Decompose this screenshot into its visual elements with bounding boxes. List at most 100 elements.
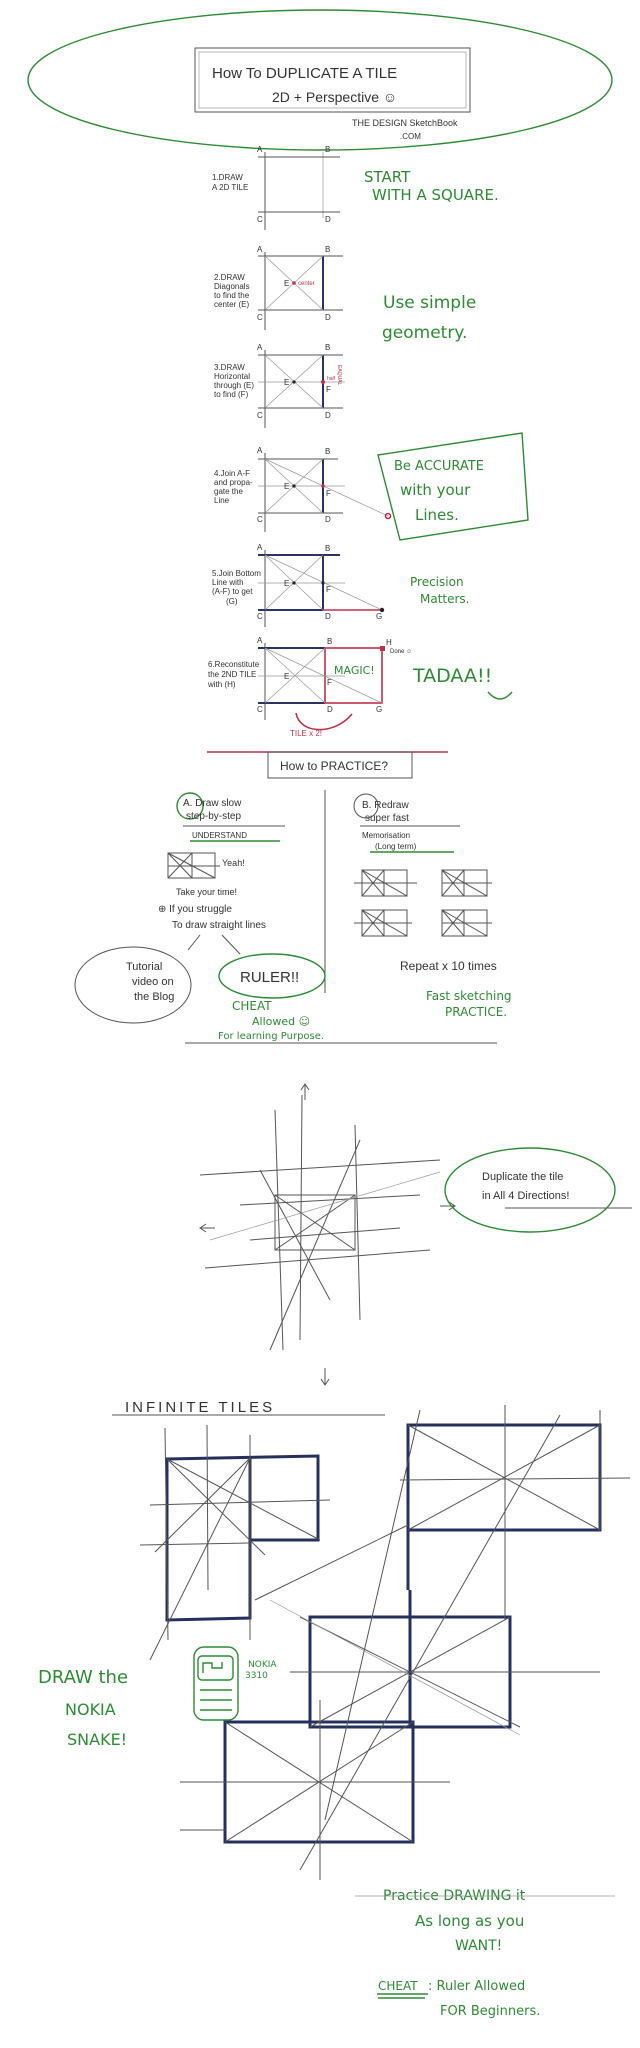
center-annotation: center [298,281,315,287]
infinite-tiles: INFINITE TILES NOKIA 331 [38,1399,631,2019]
tile-copy-arrow-icon [295,712,353,731]
svg-text:(A-F) to get: (A-F) to get [212,587,253,596]
svg-text:C: C [257,612,263,621]
svg-text:Be ACCURATE: Be ACCURATE [394,459,484,474]
svg-text:D: D [325,313,331,322]
svg-text:C: C [257,705,263,714]
svg-text:UNDERSTAND: UNDERSTAND [192,831,247,840]
magic-label: MAGIC! [334,664,375,677]
svg-text:CHEAT: CHEAT [378,1979,418,1993]
svg-text:B: B [325,145,330,154]
svg-text:C: C [257,313,263,322]
svg-text:A. Draw slow: A. Draw slow [183,798,242,809]
svg-text:RULER!!: RULER!! [240,969,299,986]
svg-text:E: E [284,482,289,491]
svg-text:G: G [376,612,382,621]
step-3: A B C D E F half EAQUAL 3.DRAW Horizonta… [214,343,345,428]
svg-text:B. Redraw: B. Redraw [362,800,409,811]
svg-text:3.DRAW: 3.DRAW [214,363,245,372]
svg-text:through (E): through (E) [214,381,254,390]
svg-text:B: B [327,637,332,646]
svg-text:A: A [257,343,263,352]
svg-text:Use simple: Use simple [383,293,476,313]
svg-text:G: G [376,705,382,714]
svg-text:with your: with your [400,481,471,499]
svg-text:C: C [257,515,263,524]
svg-text:F: F [327,678,332,687]
svg-text:B: B [325,447,330,456]
svg-text:E: E [284,672,289,681]
svg-text:E: E [284,378,289,387]
svg-text:step-by-step: step-by-step [186,811,241,822]
svg-text:Diagonals: Diagonals [214,282,250,291]
svg-text:PRACTICE.: PRACTICE. [445,1005,507,1019]
fast-tile-sketches [354,869,492,937]
snake-callout: DRAW the [38,1667,128,1688]
infinite-heading: INFINITE TILES [125,1399,275,1416]
svg-text:⊕ If you struggle: ⊕ If you struggle [158,904,232,915]
smile-icon [487,691,513,700]
svg-text:6.Reconstitute: 6.Reconstitute [208,660,260,669]
nokia-phone-icon [193,1646,239,1721]
arrow-up-icon [300,1083,310,1100]
svg-text:SNAKE!: SNAKE! [67,1730,127,1749]
svg-text:super fast: super fast [365,813,409,824]
svg-text:B: B [325,544,330,553]
svg-text:A: A [257,145,263,154]
practice-heading-box [267,751,413,779]
tutorial-bubble [74,946,192,1024]
svg-text:F: F [326,385,331,394]
svg-text:geometry.: geometry. [382,323,467,343]
svg-text:Line with: Line with [212,578,244,587]
mini-tile-sketch [167,852,220,879]
directions-bubble [444,1147,616,1233]
svg-text:H: H [386,638,392,647]
svg-text:with (H): with (H) [207,680,236,689]
svg-text:B: B [325,245,330,254]
svg-text:: Ruler Allowed: : Ruler Allowed [428,1979,525,1994]
svg-text:to find (F): to find (F) [214,390,249,399]
step-4: A B C D E F 4.Join A-F and propa- gate t… [214,432,529,541]
title-ellipse [27,9,613,151]
svg-text:C: C [257,411,263,420]
step-1: A B C D 1.DRAW A 2D TILE START WITH A SQ… [212,145,499,230]
svg-text:4.Join A-F: 4.Join A-F [214,469,250,478]
svg-text:5.Join Bottom: 5.Join Bottom [212,569,261,578]
svg-text:F: F [326,585,331,594]
svg-text:Repeat x 10 times: Repeat x 10 times [400,959,497,973]
ruler-bubble [218,953,326,999]
step-2: A B C D E center 2.DRAW Diagonals to fin… [214,245,476,343]
svg-text:D: D [325,411,331,420]
svg-text:center (E): center (E) [214,300,249,309]
svg-text:For learning Purpose.: For learning Purpose. [218,1031,324,1042]
svg-text:2.DRAW: 2.DRAW [214,273,245,282]
svg-text:Yeah!: Yeah! [222,858,245,868]
second-tile [324,647,383,704]
svg-text:Lines.: Lines. [415,506,459,524]
svg-text:to find the: to find the [214,291,250,300]
svg-text:B: B [325,343,330,352]
svg-text:A 2D TILE: A 2D TILE [212,183,248,192]
page-subtitle: 2D + Perspective ☺ [272,89,397,105]
svg-text:E: E [284,279,289,288]
svg-text:WITH A SQUARE.: WITH A SQUARE. [372,186,499,204]
arrow-left-icon [199,1223,215,1233]
svg-text:Duplicate the tile: Duplicate the tile [482,1171,563,1183]
svg-text:in All 4 Directions!: in All 4 Directions! [482,1190,569,1202]
svg-text:Tutorial: Tutorial [126,961,162,973]
svg-text:the Blog: the Blog [134,991,174,1003]
svg-text:NOKIA: NOKIA [248,1660,277,1670]
svg-text:(G): (G) [226,597,238,606]
svg-text:NOKIA: NOKIA [65,1700,116,1719]
svg-text:Done ☺: Done ☺ [390,649,412,655]
svg-text:TILE x 2!: TILE x 2! [290,729,322,738]
svg-text:F: F [326,489,331,498]
svg-text:C: C [257,215,263,224]
svg-text:FOR Beginners.: FOR Beginners. [440,2004,540,2019]
step-6: A B C D E F G H Done ☺ MAGIC! 6.Reconsti… [207,636,513,738]
step-5: A B C D E F G 5.Join Bottom Line with (A… [212,543,470,627]
svg-text:EAQUAL: EAQUAL [336,365,342,386]
title-box [194,47,471,113]
svg-text:Precision: Precision [410,575,464,589]
